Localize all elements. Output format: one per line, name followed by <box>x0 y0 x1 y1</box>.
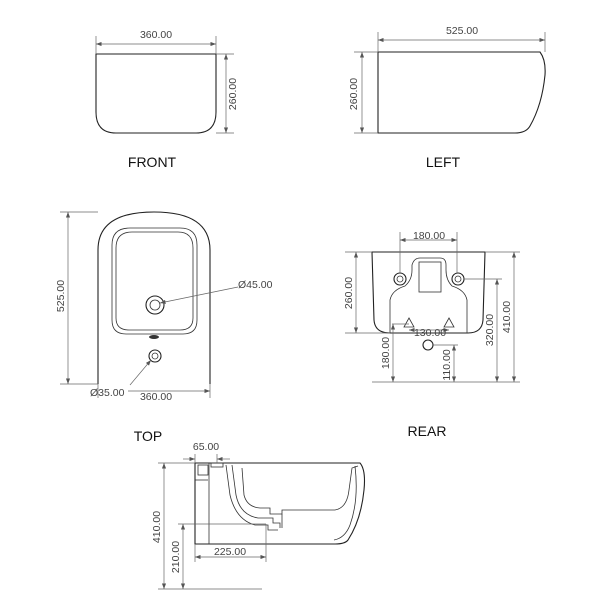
rear-fixing-spacing-dim: 180.00 <box>413 230 445 242</box>
section-waste-offset-dim: 225.00 <box>214 546 246 558</box>
left-height-dim: 260.00 <box>348 78 360 110</box>
top-label: TOP <box>134 428 163 444</box>
section-height-dim: 410.00 <box>151 511 163 543</box>
rear-label: REAR <box>408 423 447 439</box>
top-length-dim: 525.00 <box>55 280 67 312</box>
front-label: FRONT <box>128 154 177 170</box>
left-view: 525.00 260.00 LEFT <box>348 25 546 170</box>
rear-height-dim: 260.00 <box>343 277 355 309</box>
top-width-dim: 360.00 <box>140 391 172 403</box>
rear-fixing-height-dim: 320.00 <box>484 314 496 346</box>
top-view: Ø45.00 Ø35.00 360.00 525.00 TOP <box>55 211 273 444</box>
left-width-dim: 525.00 <box>446 25 478 37</box>
top-hole-large-dim: Ø45.00 <box>238 279 273 291</box>
front-height-dim: 260.00 <box>227 78 239 110</box>
top-hole-small-dim: Ø35.00 <box>90 387 125 399</box>
rear-inlet-spacing-dim: 130.00 <box>414 327 446 339</box>
rear-waste-height-dim: 110.00 <box>441 349 453 380</box>
section-view: 65.00 410.00 210.00 225.00 <box>151 441 366 590</box>
rear-inlet-height-dim: 180.00 <box>380 337 392 369</box>
front-width-dim: 360.00 <box>140 29 172 41</box>
section-setback-dim: 65.00 <box>193 441 219 453</box>
front-view: 360.00 260.00 FRONT <box>95 29 239 170</box>
rear-total-height-dim: 410.00 <box>501 301 513 333</box>
rear-view: 180.00 260.00 410.00 320.00 180.00 130.0… <box>343 230 520 439</box>
left-label: LEFT <box>426 154 461 170</box>
section-waste-height-dim: 210.00 <box>170 541 182 573</box>
